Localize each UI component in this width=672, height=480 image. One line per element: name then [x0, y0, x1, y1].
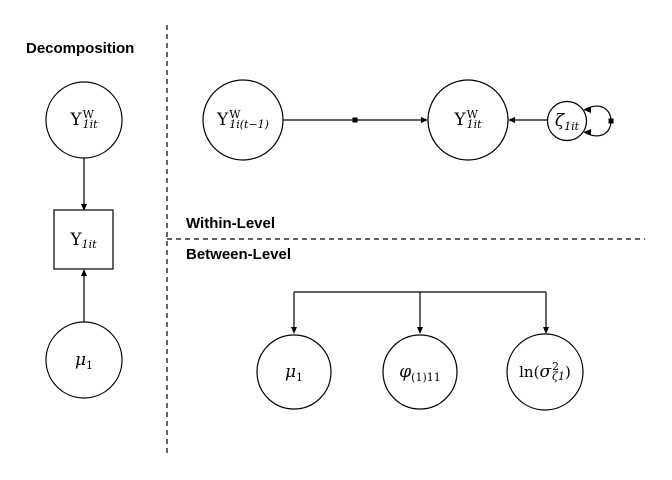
node-mu-between-circle [256, 334, 332, 410]
node-y-within-lag-circle [202, 79, 284, 161]
node-phi-between-circle [382, 334, 458, 410]
node-observed-y-square [53, 209, 114, 270]
random-variance-dot [608, 118, 614, 124]
random-slope-dot [352, 117, 358, 123]
within-level-heading: Within-Level [186, 215, 276, 232]
between-level-heading: Between-Level [186, 246, 292, 263]
arrowhead-lag-to-ywithin [421, 117, 428, 123]
self-loop-arrowhead-bottom [584, 129, 591, 135]
arrowhead-zeta-to-ywithin [508, 117, 515, 123]
arrowhead-to-phi-between [417, 327, 423, 334]
node-zeta-residual-circle [546, 100, 588, 142]
self-loop-arrowhead-top [584, 107, 591, 113]
arrowhead-to-lnsigma-between [543, 327, 549, 334]
node-y-within-decomposition-circle [45, 81, 123, 159]
arrowhead-ywithin-to-observed [81, 204, 87, 211]
node-ln-sigma-between-circle [506, 333, 584, 411]
node-y-within-circle [427, 79, 509, 161]
node-mu-decomposition-circle [45, 321, 123, 399]
between-level-bracket [293, 291, 547, 328]
decomposition-heading: Decomposition [26, 40, 135, 57]
arrowhead-to-mu-between [291, 327, 297, 334]
arrowhead-mu-to-observed [81, 269, 87, 276]
